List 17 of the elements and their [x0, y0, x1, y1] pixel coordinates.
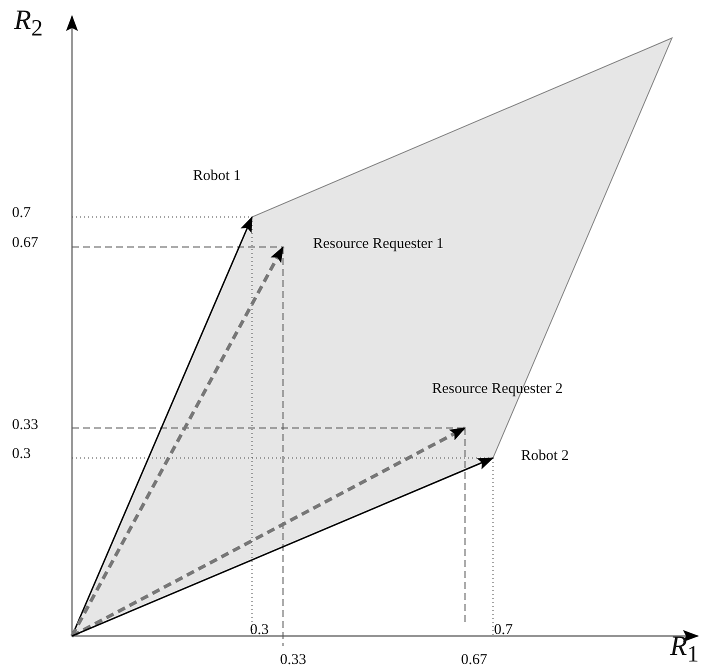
tick-label: 0.7 — [494, 621, 513, 639]
tick-label: 0.3 — [250, 621, 269, 639]
tick-label: 0.67 — [12, 234, 38, 252]
vector-arrow — [70, 246, 285, 637]
axis-label: R$_{1}$ — [670, 638, 699, 664]
vector-label: Robot 1 — [193, 167, 241, 185]
tick-label: 0.7 — [12, 204, 31, 222]
vector-arrow — [72, 457, 494, 637]
vector-label: Robot 2 — [521, 447, 569, 465]
tick-label: 0.33 — [12, 416, 38, 434]
tick-label: 0.3 — [12, 445, 31, 463]
tick-label: 0.67 — [461, 651, 488, 669]
axis-label: R$_{2}$ — [14, 12, 43, 38]
vector-label: Resource Requester 2 — [432, 380, 563, 398]
tick-label: 0.33 — [280, 651, 306, 669]
vector-label: Resource Requester 1 — [313, 235, 444, 253]
vector-arrow — [71, 426, 466, 638]
